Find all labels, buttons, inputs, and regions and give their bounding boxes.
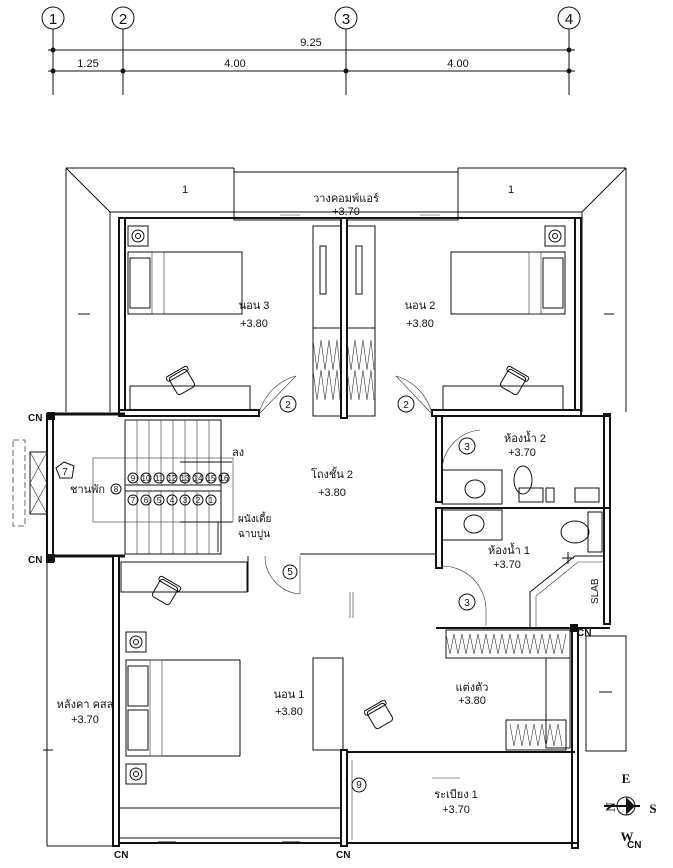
left-window: 7 [12, 439, 75, 527]
svg-text:14: 14 [194, 474, 203, 483]
bathroom-2-fixtures: 3 [441, 429, 600, 505]
bathroom-1-fixtures: 3 SLAB [441, 509, 604, 628]
compass: E S W N [603, 771, 657, 844]
low-wall-note: ผนังเตี้ย [238, 511, 271, 525]
door-tag-bedroom-3-label: 2 [285, 400, 291, 411]
bathroom-2-name: ห้องน้ำ 2 [504, 430, 546, 445]
roof-level: +3.70 [71, 714, 99, 726]
computer-area-name: วางคอมพ์แอร์ [313, 192, 379, 205]
grid-system: 1 2 3 4 9.25 1.25 4.00 4.00 [41, 6, 581, 95]
svg-text:11: 11 [155, 474, 164, 483]
svg-text:13: 13 [181, 474, 190, 483]
bedroom-1-level: +3.80 [275, 706, 303, 718]
bedroom-3-furniture [127, 225, 251, 411]
staircase: 9 10 11 12 13 14 15 16 8 7 6 5 4 3 2 1 ล… [70, 419, 271, 555]
roof-name: หลังคา คสล [57, 699, 114, 711]
stair-step-numbers-top: 9 10 11 12 13 14 15 16 [127, 472, 230, 484]
column-tag-5: CN [336, 850, 350, 861]
balcony-1-name: ระเบียง 1 [434, 788, 478, 801]
window-tag-top-left: 1 [182, 184, 188, 196]
dimension-segment-2: 4.00 [224, 58, 245, 70]
svg-text:6: 6 [144, 496, 149, 505]
column-tag-4: CN [114, 850, 128, 861]
svg-text:15: 15 [207, 474, 216, 483]
svg-text:2: 2 [196, 496, 201, 505]
grid-marker-2-label: 2 [119, 11, 127, 28]
bedroom-2-furniture [442, 225, 566, 411]
bathroom-1-name: ห้องน้ำ 1 [488, 542, 530, 557]
bedroom-1-name: นอน 1 [274, 689, 305, 701]
dressing-name: แต่งตัว [456, 682, 489, 694]
svg-text:9: 9 [356, 780, 362, 791]
stair-step-numbers-bottom: 7 6 5 4 3 2 1 [127, 494, 217, 506]
compass-east: E [622, 771, 631, 786]
room-labels: วางคอมพ์แอร์ +3.70 นอน 3 +3.80 นอน 2 +3.… [57, 192, 546, 816]
computer-area-level: +3.70 [332, 206, 360, 218]
dimension-segment-3: 4.00 [447, 58, 468, 70]
door-tag-bedroom-3 [279, 395, 297, 413]
dimension-total: 9.25 [300, 37, 321, 49]
bathroom-2-level: +3.70 [508, 447, 536, 459]
hall-door-5: 5 [247, 553, 436, 595]
columns: CN CN CN CN CN CN [28, 412, 641, 861]
column-tag-1: CN [28, 413, 42, 424]
bedroom-doors: 2 2 [258, 375, 433, 415]
stair-landing-label: ชานพัก [70, 484, 105, 496]
window-tag-7 [55, 461, 75, 479]
hall-name: โถงชั้น 2 [311, 466, 353, 481]
svg-text:9: 9 [131, 474, 136, 483]
compass-south: S [649, 801, 656, 816]
svg-text:5: 5 [157, 496, 162, 505]
grid-marker-3-label: 3 [342, 11, 350, 28]
bedroom-3-name: นอน 3 [239, 300, 270, 312]
bedroom-3-level: +3.80 [240, 318, 268, 330]
stair-down-label: ลง [232, 447, 244, 459]
bedroom-2-level: +3.80 [406, 318, 434, 330]
svg-text:3: 3 [464, 442, 470, 453]
door-tag-bedroom-2-label: 2 [403, 400, 409, 411]
svg-text:3: 3 [464, 598, 470, 609]
svg-text:8: 8 [114, 485, 119, 494]
window-tag-top-right: 1 [508, 184, 514, 196]
svg-text:5: 5 [287, 567, 293, 578]
dressing-wardrobes [445, 629, 571, 751]
svg-text:16: 16 [220, 474, 229, 483]
svg-text:3: 3 [183, 496, 188, 505]
hall-level: +3.80 [318, 487, 346, 499]
balcony-details: 9 [158, 760, 460, 843]
svg-text:10: 10 [142, 474, 151, 483]
svg-text:7: 7 [131, 496, 136, 505]
bedroom-2-name: นอน 2 [405, 300, 436, 312]
column-tag-3: CN [577, 628, 591, 639]
svg-text:12: 12 [168, 474, 177, 483]
plaster-note: ฉาบปูน [238, 529, 270, 540]
svg-text:1: 1 [209, 496, 214, 505]
grid-marker-4-label: 4 [565, 11, 573, 28]
dimension-segment-1: 1.25 [77, 58, 98, 70]
compass-west: W [621, 829, 634, 844]
wardrobe-center [312, 225, 376, 417]
compass-north: N [603, 802, 618, 812]
column-tag-2: CN [28, 555, 42, 566]
bedroom-1-furniture [120, 561, 394, 785]
grid-marker-1-label: 1 [49, 11, 57, 28]
roof-outline: 1 1 [65, 167, 627, 752]
stair-landing-step [110, 483, 122, 495]
svg-text:4: 4 [170, 496, 175, 505]
column-tag-6: CN [627, 840, 641, 851]
door-tag-bedroom-2 [397, 395, 415, 413]
dressing-level: +3.80 [458, 695, 486, 707]
slab-label: SLAB [590, 578, 601, 604]
bathroom-1-level: +3.70 [493, 559, 521, 571]
balcony-1-level: +3.70 [442, 804, 470, 816]
svg-text:7: 7 [62, 467, 68, 478]
